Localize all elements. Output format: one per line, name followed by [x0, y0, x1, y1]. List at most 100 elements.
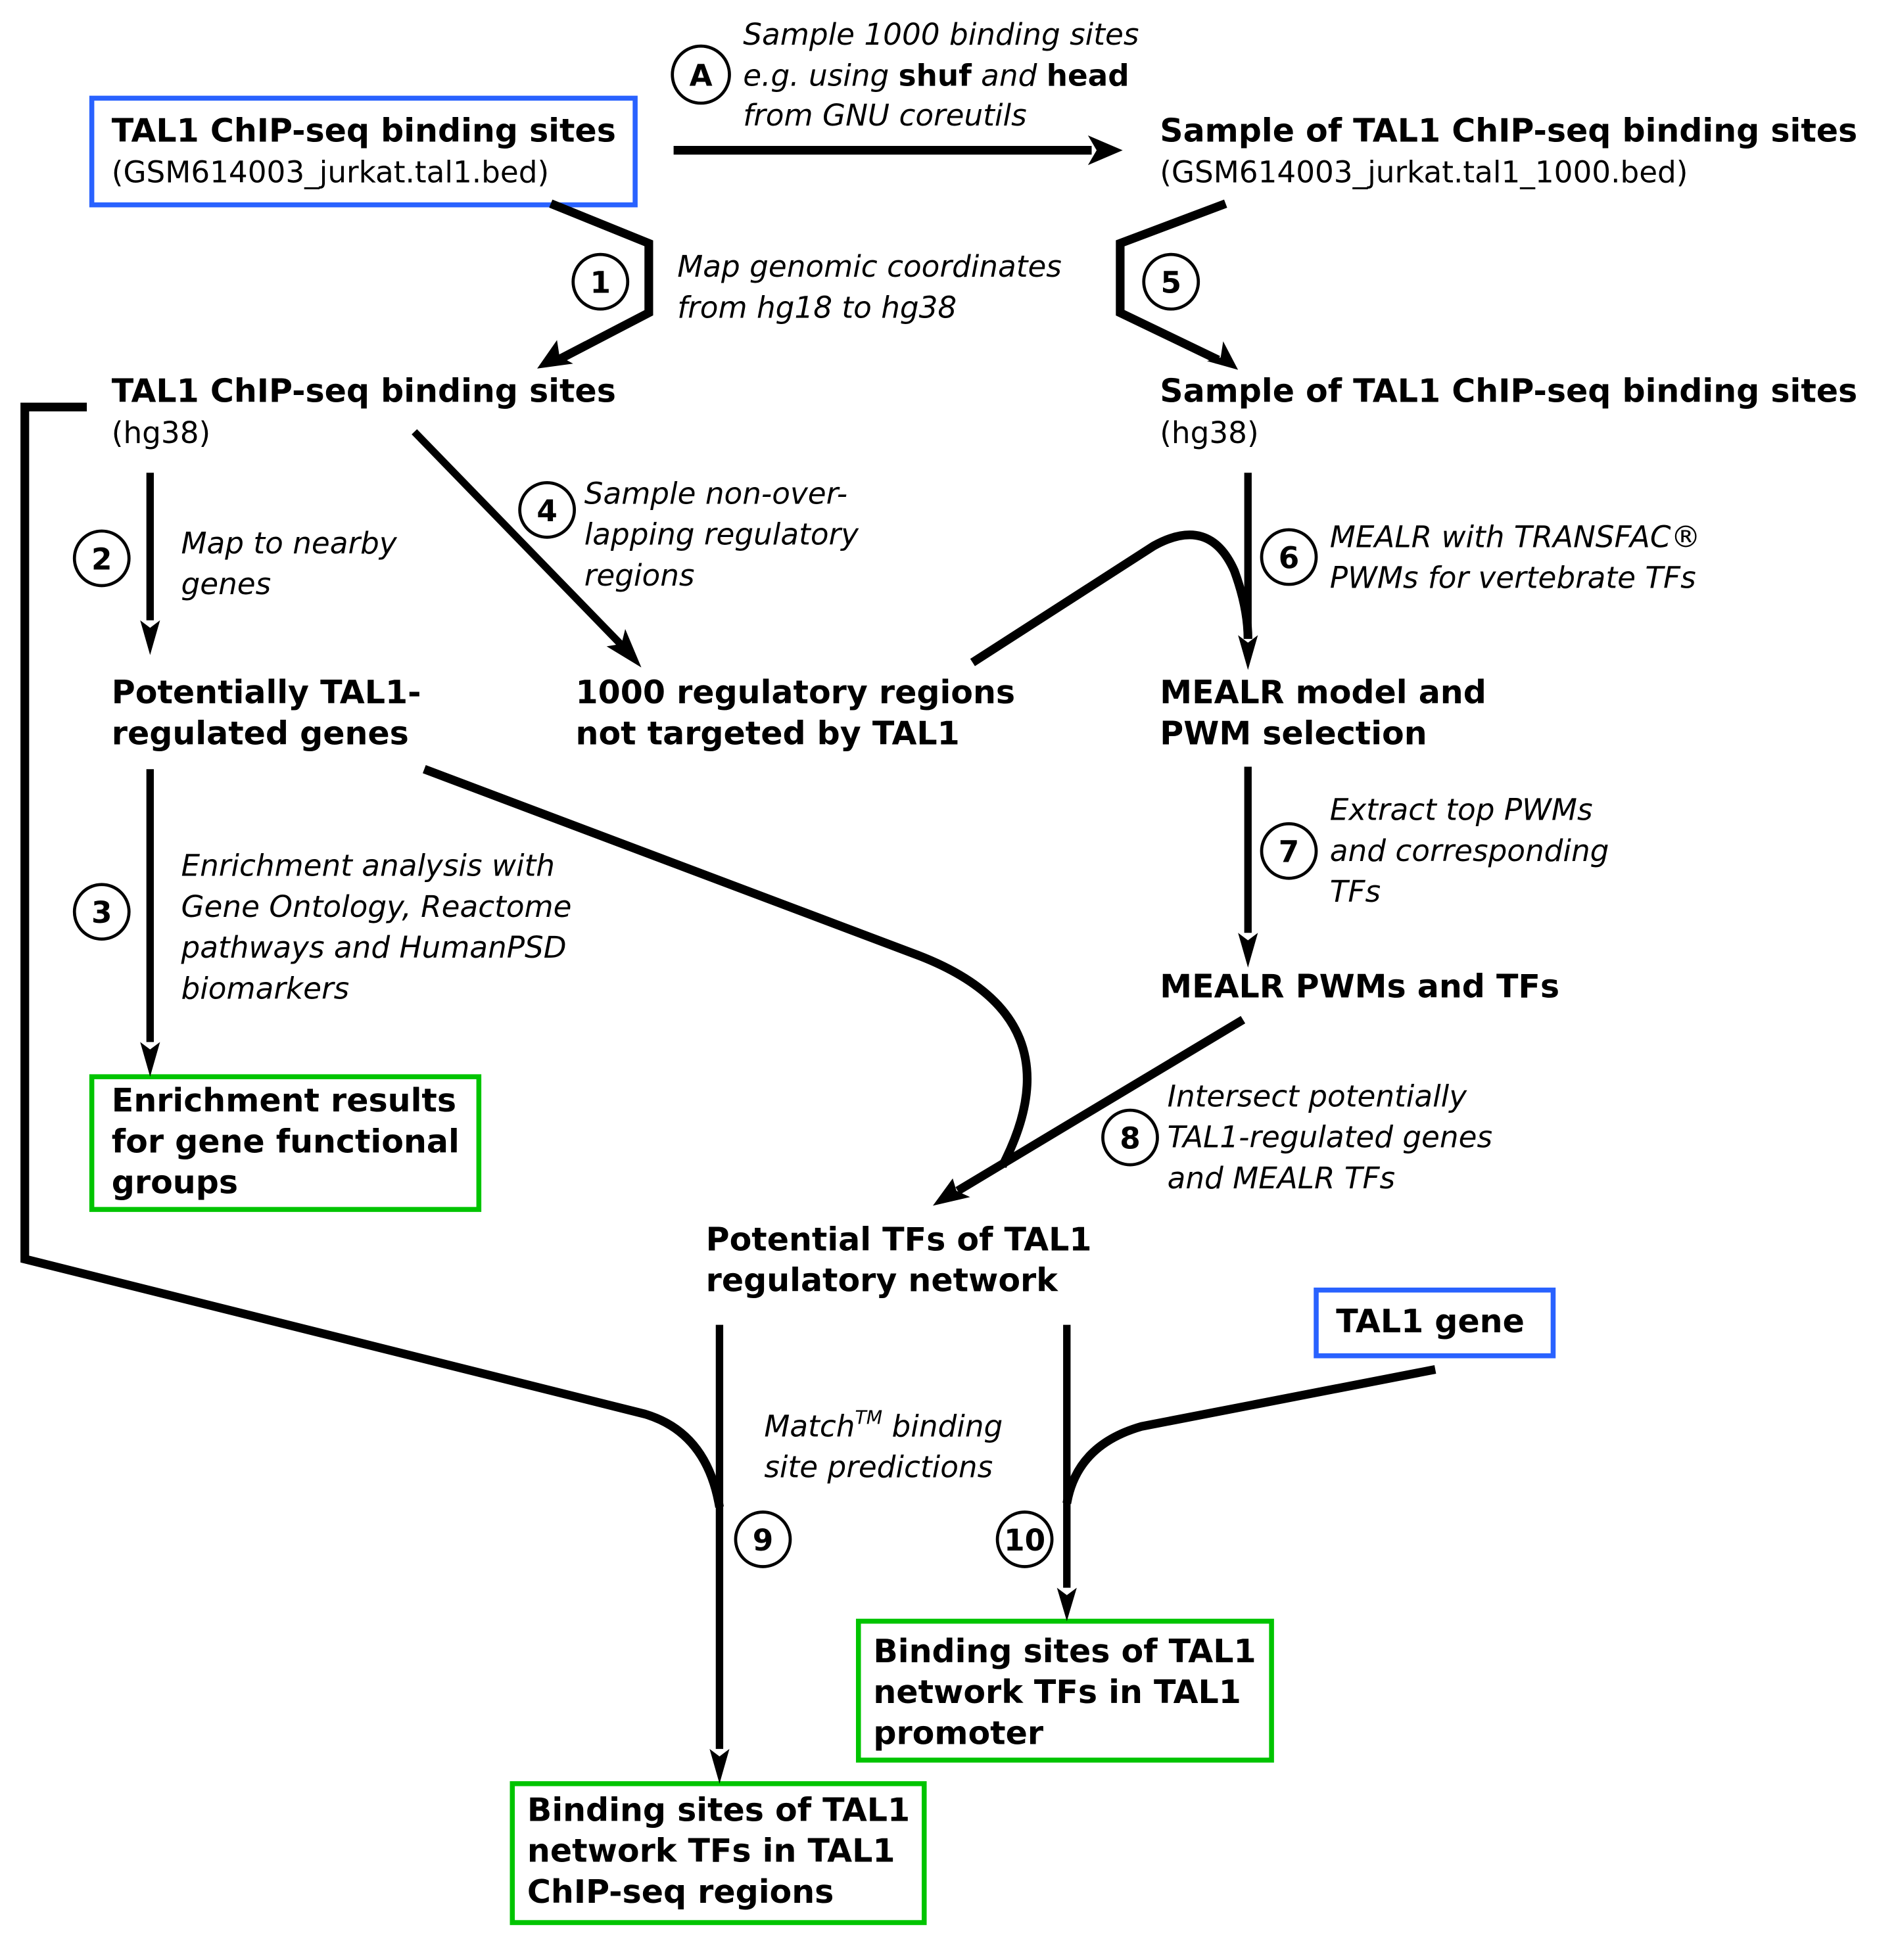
edge-gene-to-10 — [1062, 1365, 1436, 1505]
arrowhead — [1056, 1587, 1077, 1622]
step-2-description: Map to nearby genes — [181, 526, 397, 601]
step-line: regions — [584, 558, 695, 593]
output-box-binding-chip — [510, 1781, 927, 1925]
step-4-description: Sample non-over- lapping regulatory regi… — [584, 476, 859, 593]
edge-genes-to-tfs — [423, 765, 1032, 1169]
node-potential-tfs: Potential TFs of TAL1 regulatory network — [706, 1220, 1092, 1299]
step-line: from GNU coreutils — [743, 98, 1026, 133]
step-badge-a: A — [671, 44, 731, 105]
node-line: groups — [112, 1163, 238, 1202]
node-line: Potential TFs of TAL1 — [706, 1220, 1092, 1258]
step-number: 2 — [91, 542, 112, 576]
step-number: 4 — [536, 494, 558, 528]
node-line: regulated genes — [112, 714, 409, 752]
node-regulated-genes: Potentially TAL1- regulated genes — [112, 673, 421, 752]
output-box-binding-promoter — [855, 1618, 1274, 1763]
node-line: PWM selection — [1160, 714, 1427, 752]
step-1-description: Map genomic coordinates from hg18 to hg3… — [677, 249, 1062, 325]
arrowhead — [537, 340, 573, 369]
node-sample-bed: Sample of TAL1 ChIP-seq binding sites (G… — [1160, 111, 1857, 189]
step-badge-8: 8 — [1101, 1108, 1159, 1167]
step-line: from hg18 to hg38 — [677, 290, 957, 325]
arrowhead — [140, 620, 160, 655]
step-number: 6 — [1279, 541, 1300, 576]
node-line: Potentially TAL1- — [112, 673, 421, 711]
node-line: promoter — [873, 1714, 1044, 1752]
arrowhead — [1087, 135, 1123, 166]
edge-1 — [549, 199, 653, 364]
node-tal1-chip-bed: TAL1 ChIP-seq binding sites (GSM614003_j… — [112, 111, 616, 189]
step-line: MEALR with TRANSFAC® — [1330, 519, 1701, 554]
node-line: network TFs in TAL1 — [527, 1832, 895, 1870]
step-line: Map genomic coordinates — [677, 249, 1062, 284]
step-line: Intersect potentially — [1168, 1079, 1468, 1113]
step-number: 3 — [91, 895, 112, 930]
node-subtitle: (GSM614003_jurkat.tal1_1000.bed) — [1160, 155, 1688, 190]
step-line: and corresponding — [1330, 833, 1609, 868]
node-line: for gene functional — [112, 1122, 460, 1160]
step-line: Sample 1000 binding sites — [743, 17, 1139, 52]
node-tal1-chip-hg38: TAL1 ChIP-seq binding sites (hg38) — [112, 372, 616, 450]
arrowhead — [1238, 635, 1258, 670]
step-line: Sample non-over- — [584, 476, 847, 511]
node-line: ChIP-seq regions — [527, 1873, 834, 1911]
node-line: MEALR PWMs and TFs — [1160, 967, 1559, 1005]
step-badge-5: 5 — [1142, 252, 1200, 311]
node-subtitle: (GSM614003_jurkat.tal1.bed) — [112, 155, 549, 190]
step-number: A — [690, 58, 713, 93]
step-line: TAL1-regulated genes — [1168, 1120, 1492, 1155]
arrowhead — [1238, 933, 1258, 968]
node-mealr-pwms: MEALR PWMs and TFs — [1160, 967, 1559, 1005]
step-line: TFs — [1330, 874, 1381, 909]
node-line: Binding sites of TAL1 — [873, 1632, 1256, 1670]
node-line: not targeted by TAL1 — [576, 714, 960, 752]
node-mealr-model: MEALR model and PWM selection — [1160, 673, 1486, 752]
step-text: e.g. using — [743, 58, 898, 93]
step-8-description: Intersect potentially TAL1-regulated gen… — [1168, 1079, 1492, 1196]
node-line: network TFs in TAL1 — [873, 1673, 1241, 1711]
step-badge-6: 6 — [1260, 528, 1318, 586]
trademark-superscript: TM — [855, 1407, 882, 1429]
command-shuf: shuf — [899, 58, 972, 93]
step-a-description: Sample 1000 binding sites e.g. using shu… — [743, 17, 1139, 133]
step-number: 5 — [1161, 266, 1181, 300]
node-line: Enrichment results — [112, 1081, 456, 1119]
edge-4 — [412, 429, 627, 651]
node-line: 1000 regulatory regions — [576, 673, 1016, 711]
node-binding-chip: Binding sites of TAL1 network TFs in TAL… — [527, 1790, 910, 1911]
step-number: 9 — [753, 1523, 774, 1558]
input-box-tal1-chip-bed — [89, 95, 638, 208]
node-title: Sample of TAL1 ChIP-seq binding sites — [1160, 111, 1857, 149]
edge-chip-to-9 — [20, 402, 724, 1508]
output-box-enrichment — [89, 1074, 482, 1212]
edge-8 — [955, 1015, 1246, 1195]
node-enrichment-results: Enrichment results for gene functional g… — [112, 1081, 460, 1202]
step-line: Extract top PWMs — [1330, 793, 1593, 828]
node-line: MEALR model and — [1160, 673, 1486, 711]
step-line: lapping regulatory — [584, 517, 859, 552]
step-match-description: MatchTM binding site predictions — [764, 1407, 1003, 1485]
step-badge-1: 1 — [571, 252, 630, 311]
step-line: Gene Ontology, Reactome — [181, 889, 571, 924]
edge-regions-to-mealr — [970, 530, 1252, 666]
node-sample-hg38: Sample of TAL1 ChIP-seq binding sites (h… — [1160, 372, 1857, 450]
node-subtitle: (hg38) — [112, 415, 210, 450]
step-line: genes — [181, 567, 271, 601]
step-line: e.g. using shuf and head — [743, 58, 1129, 93]
step-badge-4: 4 — [518, 480, 577, 539]
arrowhead — [932, 1178, 970, 1206]
step-line: site predictions — [764, 1450, 993, 1485]
step-line: Enrichment analysis with — [181, 848, 555, 883]
arrowhead — [1206, 341, 1239, 370]
node-regulatory-regions: 1000 regulatory regions not targeted by … — [576, 673, 1016, 752]
node-title: TAL1 ChIP-seq binding sites — [112, 372, 616, 410]
step-line: and MEALR TFs — [1168, 1161, 1396, 1196]
edge-5 — [1116, 199, 1227, 364]
node-subtitle: (hg38) — [1160, 415, 1258, 450]
node-title: TAL1 ChIP-seq binding sites — [112, 111, 616, 149]
step-text: Match — [764, 1409, 855, 1443]
step-number: 7 — [1279, 835, 1300, 870]
node-binding-promoter: Binding sites of TAL1 network TFs in TAL… — [873, 1632, 1256, 1752]
node-line: regulatory network — [706, 1261, 1059, 1299]
